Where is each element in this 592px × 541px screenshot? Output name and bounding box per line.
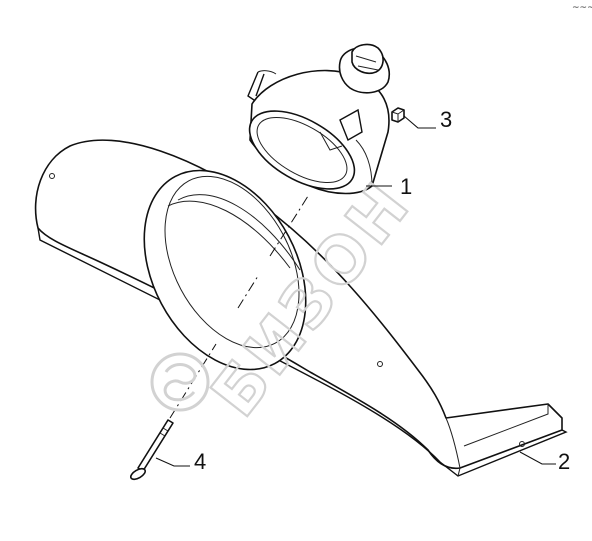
hole-middle — [377, 361, 383, 367]
callout-1: 1 — [400, 174, 412, 199]
leader-line-2 — [519, 451, 556, 465]
callout-2: 2 — [558, 449, 570, 474]
callout-3: 3 — [440, 107, 452, 132]
part-3-nut — [391, 107, 405, 123]
part-4-bolt — [129, 419, 174, 481]
hole-left — [49, 173, 55, 179]
part-2-shield — [34, 139, 568, 477]
corner-mark: ~~~~ — [572, 3, 592, 13]
part-1-lamp — [247, 43, 390, 195]
leader-line-3 — [403, 115, 436, 129]
leader-line-4 — [155, 457, 190, 467]
hole-right — [519, 441, 525, 447]
callout-4: 4 — [194, 449, 206, 474]
watermark-logo-icon — [150, 352, 210, 412]
